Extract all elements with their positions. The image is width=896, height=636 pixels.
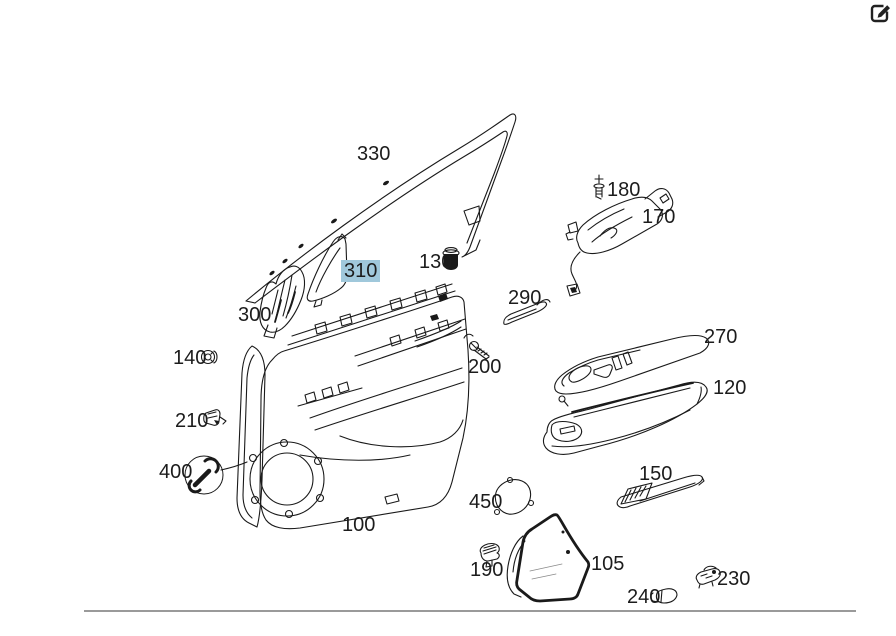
part-label-450[interactable]: 450 <box>469 491 503 513</box>
bottom-divider <box>84 610 856 612</box>
part-180-screw-drawing[interactable] <box>593 174 605 200</box>
part-230-lamp-drawing[interactable] <box>695 565 721 589</box>
part-label-300[interactable]: 300 <box>238 304 272 326</box>
part-label-140[interactable]: 140 <box>173 347 207 369</box>
part-105-insulation-panel-drawing[interactable] <box>506 513 591 603</box>
part-label-170[interactable]: 170 <box>642 206 676 228</box>
part-label-120[interactable]: 120 <box>713 377 747 399</box>
wrench-icon <box>187 457 220 494</box>
part-label-400[interactable]: 400 <box>159 461 193 483</box>
part-label-100[interactable]: 100 <box>342 514 376 536</box>
part-label-200[interactable]: 200 <box>468 356 502 378</box>
part-label-310[interactable]: 310 <box>341 260 381 282</box>
part-label-270[interactable]: 270 <box>704 326 738 348</box>
part-200-screw-drawing[interactable] <box>463 333 490 360</box>
part-label-190[interactable]: 190 <box>470 559 504 581</box>
part-label-290[interactable]: 290 <box>508 287 542 309</box>
part-label-130[interactable]: 130 <box>419 251 453 273</box>
part-190-clip-drawing[interactable] <box>479 542 500 568</box>
part-100-door-panel-drawing[interactable] <box>236 283 470 530</box>
part-130-grommet-drawing[interactable] <box>442 247 460 270</box>
part-300-mirror-bracket-drawing[interactable] <box>259 265 306 339</box>
part-label-330[interactable]: 330 <box>357 143 391 165</box>
part-140-grommet-drawing[interactable] <box>200 349 218 365</box>
part-290-trim-strip-drawing[interactable] <box>503 299 551 325</box>
part-label-105[interactable]: 105 <box>591 553 625 575</box>
part-400-tool-symbol[interactable] <box>184 455 248 495</box>
part-310-mirror-triangle-drawing[interactable] <box>306 233 348 308</box>
part-120-armrest-drawing[interactable] <box>542 381 708 455</box>
edit-icon <box>870 4 890 23</box>
part-270-switch-panel-drawing[interactable] <box>554 334 710 407</box>
part-label-180[interactable]: 180 <box>607 179 641 201</box>
part-label-210[interactable]: 210 <box>175 410 209 432</box>
part-label-230[interactable]: 230 <box>717 568 751 590</box>
part-330-window-frame-drawing[interactable] <box>245 113 517 304</box>
part-450-speaker-cover-drawing[interactable] <box>493 476 535 516</box>
part-170-door-handle-drawing[interactable] <box>565 188 674 297</box>
part-label-240[interactable]: 240 <box>627 586 661 608</box>
part-150-sill-trim-drawing[interactable] <box>616 474 705 509</box>
part-210-clip-drawing[interactable] <box>203 409 227 426</box>
part-label-150[interactable]: 150 <box>639 463 673 485</box>
edit-button[interactable] <box>870 3 892 25</box>
part-240-bulb-drawing[interactable] <box>650 588 678 604</box>
